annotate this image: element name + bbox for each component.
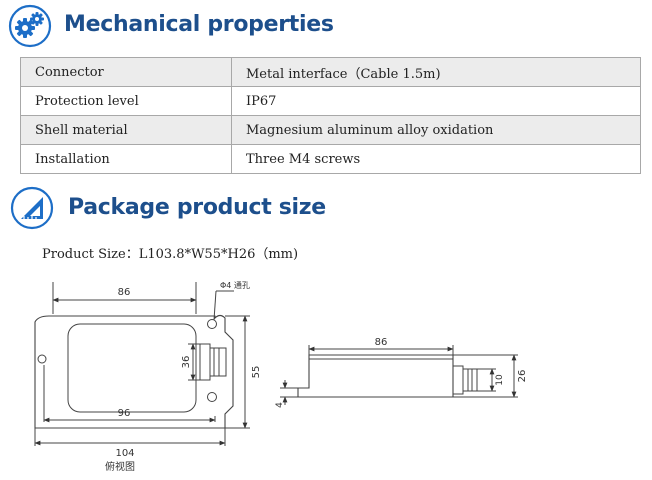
dim-inner-height: 36 bbox=[181, 356, 192, 369]
side-dim-height: 26 bbox=[517, 370, 528, 383]
ruler-triangle-icon bbox=[10, 186, 54, 230]
top-view-caption: 俯视图 bbox=[105, 460, 135, 473]
dim-height: 55 bbox=[251, 366, 262, 379]
property-label: Installation bbox=[20, 144, 232, 174]
dim-top-width: 86 bbox=[118, 287, 131, 298]
table-row: Installation Three M4 screws bbox=[20, 144, 641, 174]
side-dim-base: 4 bbox=[275, 402, 285, 408]
table-row: Connector Metal interface（Cable 1.5m) bbox=[20, 57, 641, 87]
mechanical-properties-table: Connector Metal interface（Cable 1.5m) Pr… bbox=[20, 57, 641, 174]
property-label: Connector bbox=[20, 57, 232, 87]
side-dim-connector: 10 bbox=[495, 374, 505, 386]
property-value: Three M4 screws bbox=[231, 144, 641, 174]
table-row: Shell material Magnesium aluminum alloy … bbox=[20, 115, 641, 145]
table-row: Protection level IP67 bbox=[20, 86, 641, 116]
property-label: Protection level bbox=[20, 86, 232, 116]
property-value: IP67 bbox=[231, 86, 641, 116]
dimension-drawing: 86 Φ4 通孔 36 55 96 104 俯视图 86 4 10 26 bbox=[34, 280, 528, 473]
dim-bottom-inner: 96 bbox=[118, 408, 131, 419]
property-value: Metal interface（Cable 1.5m) bbox=[231, 57, 641, 87]
gears-icon bbox=[8, 4, 52, 48]
side-dim-width: 86 bbox=[375, 337, 388, 348]
property-value: Magnesium aluminum alloy oxidation bbox=[231, 115, 641, 145]
product-size-text: Product Size：L103.8*W55*H26（mm) bbox=[42, 247, 299, 262]
package-size-title: Package product size bbox=[68, 195, 326, 220]
mechanical-properties-title: Mechanical properties bbox=[64, 12, 334, 37]
hole-label: Φ4 通孔 bbox=[220, 280, 250, 290]
property-label: Shell material bbox=[20, 115, 232, 145]
dim-bottom-outer: 104 bbox=[115, 448, 134, 459]
